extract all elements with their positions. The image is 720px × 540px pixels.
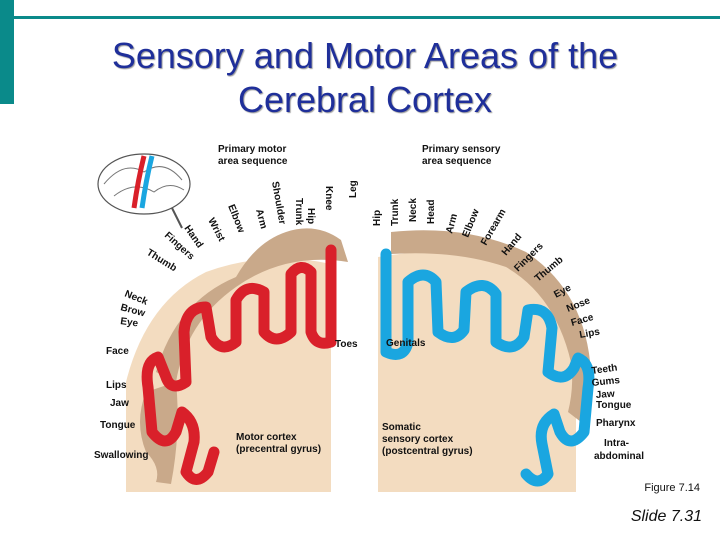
sensory-label-jaw: Jaw	[595, 389, 615, 401]
title-line-1: Sensory and Motor Areas of the	[111, 35, 619, 76]
sensory-heading-1: Primary sensory	[422, 144, 501, 155]
sensory-label-pharynx: Pharynx	[596, 418, 636, 429]
motor-label-shoulder: Shoulder	[269, 181, 287, 226]
cortex-figure: Primary motor area sequence Primary sens…	[86, 132, 706, 496]
sensory-label-arm: Arm	[444, 213, 460, 235]
sensory-label-tongue: Tongue	[596, 400, 632, 411]
figure-caption: Figure 7.14	[644, 482, 700, 494]
motor-cortex-label-1: Motor cortex	[236, 432, 297, 443]
motor-heading-2: area sequence	[218, 156, 288, 167]
motor-label-knee: Knee	[323, 186, 334, 211]
motor-label-swallowing: Swallowing	[94, 450, 148, 461]
top-rule	[14, 16, 720, 19]
motor-label-elbow: Elbow	[225, 203, 246, 235]
sensory-label-trunk: Trunk	[390, 198, 401, 226]
sensory-heading-2: area sequence	[422, 156, 492, 167]
sensory-label-elbow: Elbow	[461, 207, 482, 239]
sensory-label-genitals: Genitals	[386, 338, 426, 349]
sensory-cortex-label-1: Somatic	[382, 422, 421, 433]
title-line-2: Cerebral Cortex	[237, 79, 493, 120]
motor-cortex-band	[141, 244, 337, 485]
inset-sensory-strip	[139, 155, 155, 209]
motor-label-face: Face	[106, 346, 129, 357]
sensory-label-head: Head	[426, 200, 437, 224]
sensory-label-teeth: Teeth	[591, 362, 618, 377]
sensory-label-hip: Hip	[372, 210, 383, 226]
motor-label-lips: Lips	[106, 380, 127, 391]
slide-title: Sensory and Motor Areas of the Cerebral …	[20, 34, 710, 122]
motor-label-arm: Arm	[253, 208, 269, 230]
sensory-label-intra-2: abdominal	[594, 451, 644, 462]
sensory-label-lips: Lips	[579, 326, 602, 340]
motor-cortex-label-2: (precentral gyrus)	[236, 444, 321, 455]
motor-label-hip: Hip	[305, 208, 316, 224]
motor-label-thumb: Thumb	[144, 247, 178, 274]
brain-inset	[97, 153, 191, 229]
sensory-cortex-label-3: (postcentral gyrus)	[382, 446, 473, 457]
motor-label-eye: Eye	[120, 316, 140, 329]
motor-label-jaw: Jaw	[110, 398, 129, 409]
sensory-label-intra-1: Intra-	[604, 438, 629, 449]
sensory-label-gums: Gums	[591, 375, 621, 389]
motor-label-tongue: Tongue	[100, 420, 136, 431]
inset-motor-strip	[131, 155, 147, 209]
slide-number: Slide 7.31	[630, 508, 702, 525]
motor-label-wrist: Wrist	[205, 216, 227, 244]
sensory-homunculus	[391, 230, 591, 392]
sensory-cortex-band	[380, 248, 595, 487]
sensory-label-leg: Leg	[348, 180, 359, 198]
motor-label-trunk: Trunk	[293, 198, 304, 226]
accent-bar	[0, 0, 14, 104]
motor-heading-1: Primary motor	[218, 144, 286, 155]
sensory-label-neck: Neck	[408, 198, 419, 222]
motor-label-toes: Toes	[335, 339, 358, 350]
sensory-cortex-label-2: sensory cortex	[382, 434, 454, 445]
cortex-illustration: Primary motor area sequence Primary sens…	[94, 144, 644, 492]
